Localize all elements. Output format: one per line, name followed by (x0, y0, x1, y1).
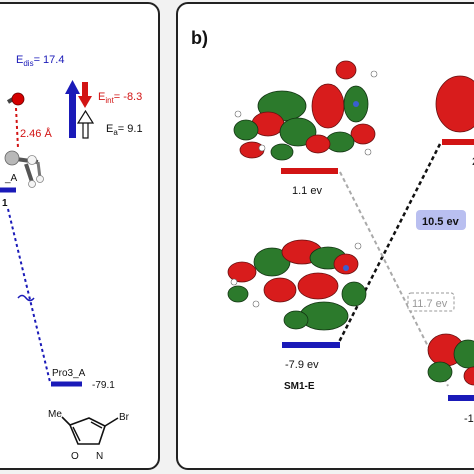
e-dis-label: Edis= 17.4 (16, 54, 64, 68)
oxygen-label: O (71, 451, 79, 462)
e-a-label: Ea= 9.1 (106, 123, 143, 137)
panel-a-diagram: Edis= 17.4 Eint= -8.3 Ea= 9.1 (0, 54, 143, 462)
reaction-path (7, 208, 51, 383)
e-int-label: Eint= -8.3 (98, 91, 142, 105)
gap-connector-main (336, 143, 442, 345)
ts-label: _A (4, 173, 18, 184)
panel-a: Edis= 17.4 Eint= -8.3 Ea= 9.1 (0, 2, 160, 470)
product-label: Pro3_A (52, 368, 86, 379)
ts-molecule (4, 92, 44, 188)
sm1-lumo-energy: 1.1 ev (292, 185, 322, 197)
panel-b-diagram: b) 1.1 ev 2 (191, 28, 474, 425)
right-homo-orbital (427, 333, 474, 386)
product-energy: -79.1 (92, 380, 115, 391)
sm1-lumo-orbital (233, 60, 378, 161)
sm1-homo-energy: -7.9 ev (285, 359, 319, 371)
e-int-arrow (78, 82, 92, 108)
e-dis-arrow (65, 80, 80, 138)
sm1-name: SM1-E (284, 381, 315, 392)
e-a-arrow (76, 109, 95, 139)
panel-b: b) 1.1 ev 2 (176, 2, 474, 470)
bromine-label: Br (119, 412, 130, 423)
panel-b-label: b) (191, 28, 208, 48)
nitrogen-label: N (96, 451, 103, 462)
right-lumo-orbital (435, 75, 474, 133)
axis-break-mark (17, 294, 35, 302)
gap-main-box (416, 210, 466, 230)
distance-label: 2.46 Å (20, 127, 52, 140)
gap-main-value: 10.5 ev (422, 216, 460, 228)
right-lumo-energy: 2 (472, 156, 474, 168)
isoxazole-structure: Me O N Br (48, 409, 130, 462)
gap-alt-box (407, 292, 455, 312)
gap-alt-value: 11.7 ev (412, 298, 448, 310)
methyl-label: Me (48, 409, 62, 420)
right-homo-energy: -10 (464, 413, 474, 425)
sm1-homo-orbital (227, 239, 367, 331)
left-fragment-label: 1 (2, 198, 8, 209)
